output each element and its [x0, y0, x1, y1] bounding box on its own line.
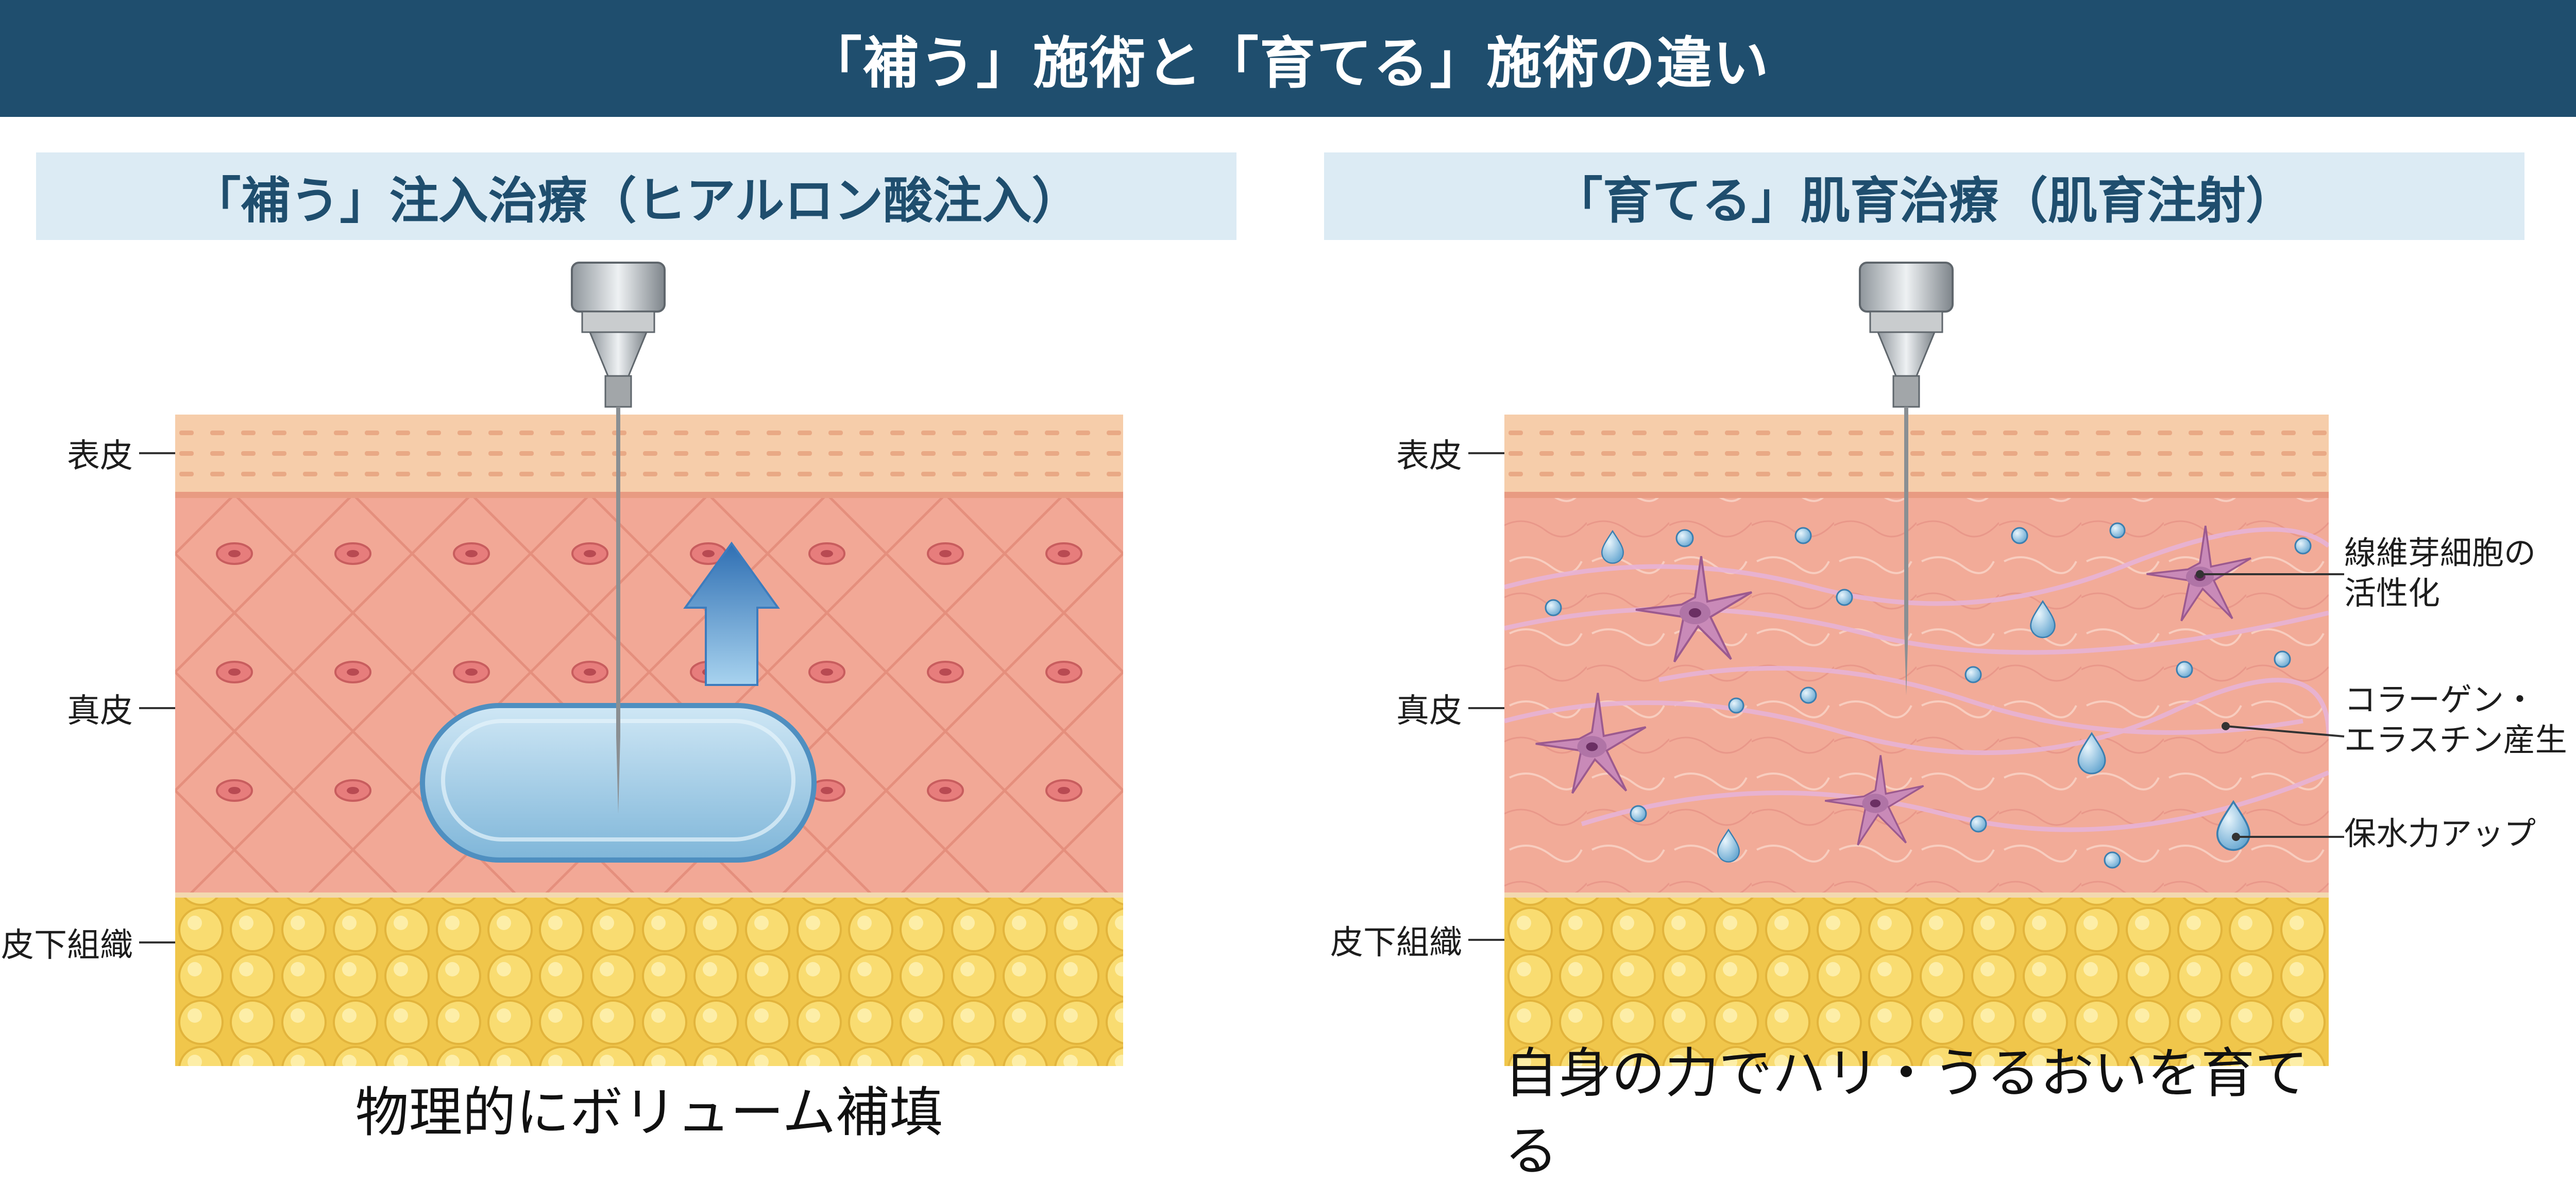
right-label-subcutis-text: 皮下組織 — [1330, 924, 1462, 962]
right-label-epidermis-text: 表皮 — [1396, 437, 1462, 475]
annotation-collagen-line2: エラスチン産生 — [2344, 721, 2567, 759]
left-label-dermis-text: 真皮 — [67, 692, 133, 730]
right-label-dermis-text: 真皮 — [1396, 692, 1462, 730]
subcutis-layer — [1504, 895, 2329, 1066]
water-droplet-icon — [1545, 522, 2312, 869]
annotation-fibroblast: 線維芽細胞の 活性化 — [2344, 533, 2536, 613]
annotation-leader-lines — [2196, 570, 2345, 841]
right-label-dermis: 真皮 — [1350, 685, 1504, 731]
subcutis-layer — [175, 895, 1123, 1066]
collagen-fibers — [1504, 527, 2329, 832]
syringe-needle-icon — [571, 262, 666, 814]
epidermis-layer — [1504, 415, 2329, 497]
syringe-needle-icon — [1859, 262, 1954, 695]
annotation-fibroblast-line2: 活性化 — [2344, 574, 2441, 612]
dermis-layer — [1504, 498, 2329, 895]
annotation-collagen: コラーゲン・ エラスチン産生 — [2344, 680, 2567, 760]
up-arrow-icon — [683, 541, 780, 686]
right-skin-diagram — [1504, 262, 2329, 1066]
right-caption: 自身の力でハリ・うるおいを育てる — [1504, 1042, 2309, 1182]
annotation-collagen-line1: コラーゲン・ — [2344, 681, 2536, 718]
left-caption: 物理的にボリューム補填 — [355, 1080, 943, 1144]
right-label-epidermis: 表皮 — [1350, 430, 1504, 476]
right-panel-heading: 「育てる」肌育治療（肌育注射） — [1324, 152, 2524, 240]
annotation-water-text: 保水力アップ — [2344, 815, 2536, 852]
right-label-subcutis: 皮下組織 — [1329, 917, 1504, 963]
left-panel-heading: 「補う」注入治療（ヒアルロン酸注入） — [36, 152, 1236, 240]
annotation-water: 保水力アップ — [2344, 814, 2536, 854]
annotation-fibroblast-line1: 線維芽細胞の — [2344, 534, 2536, 572]
epidermis-layer — [175, 415, 1123, 497]
left-label-dermis: 真皮 — [21, 685, 175, 731]
left-label-epidermis-text: 表皮 — [67, 437, 133, 475]
page-title: 「補う」施術と「育てる」施術の違い — [0, 0, 2576, 117]
left-label-subcutis-text: 皮下組織 — [1, 926, 133, 965]
left-label-subcutis: 皮下組織 — [0, 919, 175, 966]
left-skin-diagram — [175, 262, 1123, 1066]
left-label-epidermis: 表皮 — [21, 430, 175, 476]
